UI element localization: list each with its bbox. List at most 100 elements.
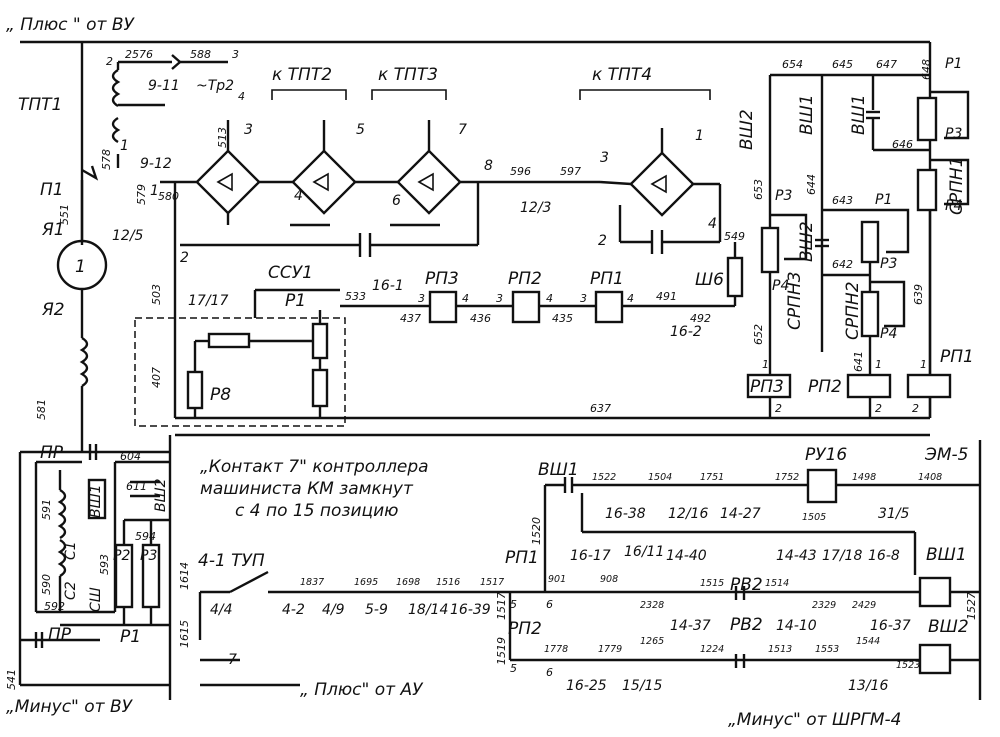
w513: 513 [216,127,229,148]
p1-label: П1 [40,180,64,200]
svg-text:1: 1 [762,358,769,371]
svg-text:1515: 1515 [700,578,724,589]
srpn3-label: СРПН3 [785,271,805,330]
svg-text:647: 647 [876,58,897,71]
w641: 641 [852,351,865,372]
svg-text:14-43: 14-43 [776,548,817,564]
svg-text:1: 1 [120,138,129,154]
svg-text:16-38: 16-38 [605,506,646,522]
plus-au-label: „ Плюс" от АУ [300,680,424,700]
tup-line [198,570,510,687]
svg-text:1265: 1265 [640,636,664,647]
svg-text:16-1: 16-1 [372,278,404,294]
vsh1-lower-label: ВШ1 [538,460,579,480]
em5-label: ЭМ-5 [924,445,969,465]
rp2-right-label: РП2 [808,377,842,397]
p3-label: Р3 [140,548,157,564]
svg-text:901: 901 [548,574,566,585]
right-regulator-network [746,73,970,418]
rp3-label: РП3 [425,269,459,289]
tup-label: 4-1 ТУП [198,551,265,571]
ssh-label: СШ [88,587,104,612]
svg-text:594: 594 [135,530,156,543]
svg-text:12/5: 12/5 [112,228,144,244]
svg-text:Р3: Р3 [775,188,792,204]
svg-text:4-2: 4-2 [282,602,305,618]
w1614: 1614 [178,562,191,590]
vsh2-coil [918,643,952,675]
rp1-lower-label: РП1 [505,548,539,568]
svg-text:492: 492 [690,312,711,325]
svg-text:7: 7 [228,652,237,668]
svg-text:1517: 1517 [480,577,504,588]
svg-text:3: 3 [496,292,503,305]
svg-text:436: 436 [470,312,491,325]
motor-circuit [20,165,170,460]
svg-text:596: 596 [510,165,531,178]
svg-text:1523: 1523 [896,660,920,671]
svg-text:1522: 1522 [592,472,616,483]
svg-text:597: 597 [560,165,581,178]
svg-text:6: 6 [546,666,553,679]
svg-text:1505: 1505 [802,512,826,523]
svg-text:1: 1 [875,358,882,371]
svg-text:2: 2 [180,250,189,266]
svg-text:1513: 1513 [768,644,792,655]
svg-text:4: 4 [708,216,717,232]
svg-text:3: 3 [232,48,239,61]
p1-res-label: Р1 [285,291,306,311]
w590: 590 [40,574,53,595]
vsh2-coil-label: ВШ2 [928,617,969,637]
relay-series-row [340,242,744,324]
w1527: 1527 [965,592,978,620]
w581: 581 [35,399,48,420]
svg-text:435: 435 [552,312,573,325]
plus-vu-bus [20,40,932,418]
svg-text:5: 5 [510,662,517,675]
vsh1-right2-label: ВШ1 [849,94,869,135]
svg-text:1778: 1778 [544,644,568,655]
w652: 652 [752,324,765,345]
rp2-coil [846,373,892,399]
k-tpt3-label: к ТПТ3 [378,65,438,85]
w579: 579 [135,184,148,205]
w648: 648 [920,59,933,80]
svg-text:1837: 1837 [300,577,324,588]
svg-text:14-37: 14-37 [670,618,711,634]
svg-text:16-17: 16-17 [570,548,611,564]
svg-text:4: 4 [238,90,245,103]
ssu1-label: ССУ1 [268,263,313,283]
svg-text:2: 2 [106,55,113,68]
svg-text:15/15: 15/15 [622,678,662,694]
svg-text:Р3: Р3 [880,256,897,272]
svg-text:17/17: 17/17 [188,293,228,309]
svg-text:31/5: 31/5 [878,506,910,522]
svg-text:1752: 1752 [775,472,799,483]
w1519: 1519 [495,637,508,665]
svg-text:908: 908 [600,574,618,585]
rp1-label: РП1 [590,269,624,289]
svg-text:8: 8 [484,158,493,174]
svg-text:14-27: 14-27 [720,506,761,522]
motor-number: 1 [75,257,86,277]
vsh2-right2-label: ВШ2 [797,221,817,262]
svg-text:16-8: 16-8 [868,548,900,564]
svg-text:1698: 1698 [396,577,420,588]
ya2-label: Я2 [41,300,65,320]
svg-text:4: 4 [462,292,469,305]
svg-text:2328: 2328 [640,600,664,611]
svg-text:4: 4 [627,292,634,305]
svg-text:18/14: 18/14 [408,602,448,618]
ssu1-capacitor-line [180,182,722,257]
svg-text:2: 2 [775,402,782,415]
rv2-b-label: РВ2 [730,615,763,635]
svg-text:Р4: Р4 [772,278,789,294]
rp2-lower-label: РП2 [508,619,542,639]
svg-text:2329: 2329 [812,600,836,611]
svg-text:17/18: 17/18 [822,548,862,564]
k-tpt2-label: к ТПТ2 [272,65,332,85]
svg-text:2: 2 [912,402,919,415]
w653: 653 [752,179,765,200]
w644: 644 [805,174,818,195]
